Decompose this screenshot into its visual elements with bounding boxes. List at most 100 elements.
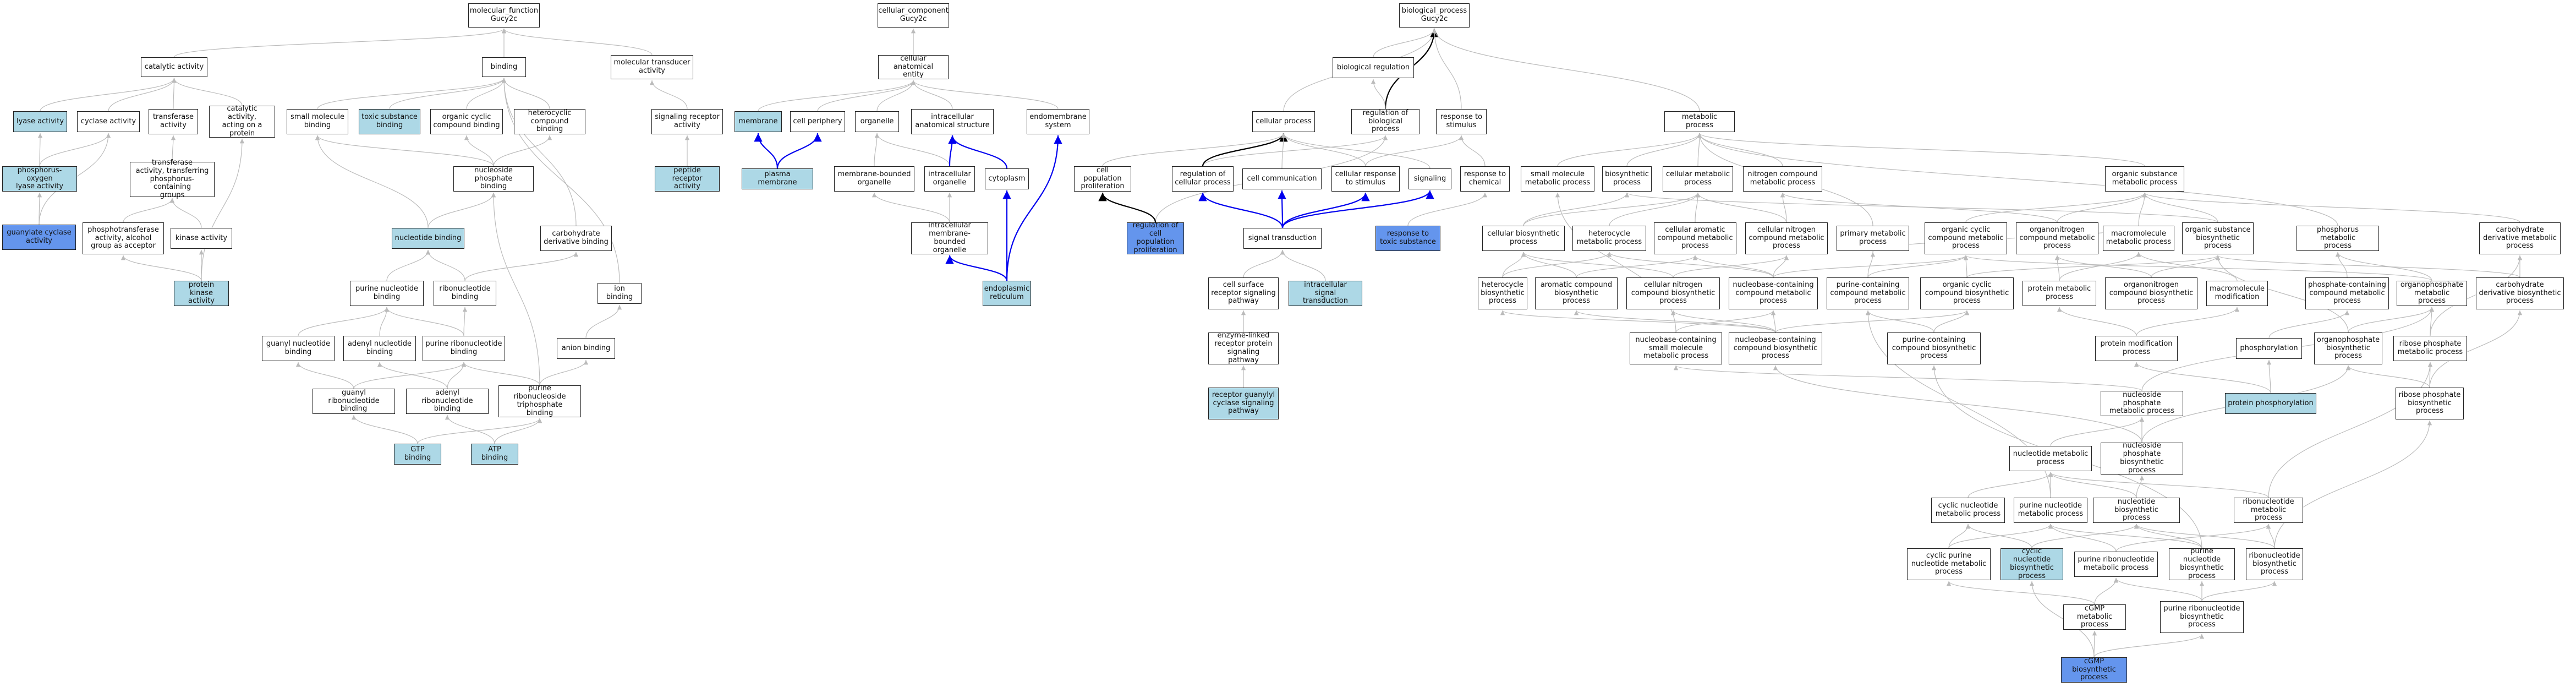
node-signaling-receptor-activity[interactable]: signaling receptor activity xyxy=(651,109,723,134)
node-purine-ribonucleotide-metabolic-process[interactable]: purine ribonucleotide metabolic process xyxy=(2074,552,2158,577)
node-atp-binding[interactable]: ATP binding xyxy=(471,444,518,465)
node-cell-periphery[interactable]: cell periphery xyxy=(790,111,845,132)
node-purine-ribonucleoside-triphosphate-binding[interactable]: purine ribonucleoside triphosphate bindi… xyxy=(498,384,581,417)
node-cellular-nitrogen-compound-biosynthetic-process[interactable]: cellular nitrogen compound biosynthetic … xyxy=(1626,277,1720,309)
node-adenyl-nucleotide-binding[interactable]: adenyl nucleotide binding xyxy=(343,336,416,361)
node-organophosphate-metabolic-process[interactable]: organophosphate metabolic process xyxy=(2397,281,2467,306)
node-organic-cyclic-compound-metabolic-process[interactable]: organic cyclic compound metabolic proces… xyxy=(1925,222,2007,254)
node-catalytic-activity-on-protein[interactable]: catalytic activity, acting on a protein xyxy=(209,105,275,138)
node-cell-communication[interactable]: cell communication xyxy=(1242,168,1322,189)
node-cellular-response-to-stimulus[interactable]: cellular response to stimulus xyxy=(1331,166,1400,192)
node-organic-substance-biosynthetic-process[interactable]: organic substance biosynthetic process xyxy=(2182,222,2254,254)
node-organelle[interactable]: organelle xyxy=(855,111,899,132)
node-purine-nucleotide-metabolic-process[interactable]: purine nucleotide metabolic process xyxy=(2014,498,2087,523)
node-anion-binding[interactable]: anion binding xyxy=(557,338,615,359)
node-biological-process-root[interactable]: biological_process Gucy2c xyxy=(1399,3,1470,28)
node-primary-metabolic-process[interactable]: primary metabolic process xyxy=(1837,226,1909,251)
node-cellular-component-root[interactable]: cellular_component Gucy2c xyxy=(878,3,949,28)
node-heterocycle-metabolic-process[interactable]: heterocycle metabolic process xyxy=(1572,226,1646,251)
node-guanylate-cyclase-activity[interactable]: guanylate cyclase activity xyxy=(2,225,76,250)
node-guanyl-nucleotide-binding[interactable]: guanyl nucleotide binding xyxy=(262,336,335,361)
node-cgmp-biosynthetic-process[interactable]: cGMP biosynthetic process xyxy=(2061,657,2127,683)
node-purine-containing-compound-metabolic-process[interactable]: purine-containing compound metabolic pro… xyxy=(1827,277,1909,309)
node-intracellular-membrane-bounded-organelle[interactable]: intracellular membrane-bounded organelle xyxy=(911,221,988,254)
node-carbohydrate-derivative-biosynthetic-process[interactable]: carbohydrate derivative biosynthetic pro… xyxy=(2476,277,2564,309)
node-catalytic-activity[interactable]: catalytic activity xyxy=(141,57,207,77)
node-cellular-process[interactable]: cellular process xyxy=(1252,111,1315,132)
node-plasma-membrane[interactable]: plasma membrane xyxy=(742,168,813,189)
node-nucleobase-containing-compound-biosynthetic-process[interactable]: nucleobase-containing compound biosynthe… xyxy=(1729,332,1822,364)
node-gtp-binding[interactable]: GTP binding xyxy=(394,444,441,465)
node-molecular-transducer-activity[interactable]: molecular transducer activity xyxy=(611,55,693,79)
node-nucleotide-biosynthetic-process[interactable]: nucleotide biosynthetic process xyxy=(2093,498,2180,523)
node-phosphotransferase-alcohol-acceptor[interactable]: phosphotransferase activity, alcohol gro… xyxy=(83,222,164,254)
node-ion-binding[interactable]: ion binding xyxy=(598,283,642,304)
node-regulation-of-cellular-process[interactable]: regulation of cellular process xyxy=(1172,166,1234,192)
node-membrane[interactable]: membrane xyxy=(735,111,782,132)
node-organic-cyclic-compound-biosynthetic-process[interactable]: organic cyclic compound biosynthetic pro… xyxy=(1920,277,2014,309)
node-organic-cyclic-compound-binding[interactable]: organic cyclic compound binding xyxy=(430,109,503,134)
node-phosphorylation[interactable]: phosphorylation xyxy=(2236,338,2302,359)
node-guanyl-ribonucleotide-binding[interactable]: guanyl ribonucleotide binding xyxy=(313,389,395,414)
node-phosphorus-metabolic-process[interactable]: phosphorus metabolic process xyxy=(2297,226,2379,251)
node-nitrogen-compound-metabolic-process[interactable]: nitrogen compound metabolic process xyxy=(1743,166,1822,192)
node-nucleobase-containing-small-molecule-metabolic-process[interactable]: nucleobase-containing small molecule met… xyxy=(1630,332,1722,364)
node-membrane-bounded-organelle[interactable]: membrane-bounded organelle xyxy=(834,166,914,192)
node-cyclic-nucleotide-metabolic-process[interactable]: cyclic nucleotide metabolic process xyxy=(1931,498,2005,523)
node-adenyl-ribonucleotide-binding[interactable]: adenyl ribonucleotide binding xyxy=(406,389,489,414)
node-lyase-activity[interactable]: lyase activity xyxy=(13,111,67,132)
node-macromolecule-metabolic-process[interactable]: macromolecule metabolic process xyxy=(2103,226,2174,251)
node-kinase-activity[interactable]: kinase activity xyxy=(171,228,232,249)
node-toxic-substance-binding[interactable]: toxic substance binding xyxy=(359,109,420,134)
node-purine-nucleotide-biosynthetic-process[interactable]: purine nucleotide biosynthetic process xyxy=(2169,547,2235,580)
node-nucleotide-metabolic-process[interactable]: nucleotide metabolic process xyxy=(2009,446,2092,471)
node-cyclic-purine-nucleotide-metabolic-process[interactable]: cyclic purine nucleotide metabolic proce… xyxy=(1907,548,1991,580)
node-peptide-receptor-activity[interactable]: peptide receptor activity xyxy=(655,166,720,192)
node-signaling[interactable]: signaling xyxy=(1408,168,1451,189)
node-cyclic-nucleotide-biosynthetic-process[interactable]: cyclic nucleotide biosynthetic process xyxy=(2000,547,2063,580)
node-ribonucleotide-metabolic-process[interactable]: ribonucleotide metabolic process xyxy=(2234,498,2303,523)
node-heterocycle-biosynthetic-process[interactable]: heterocycle biosynthetic process xyxy=(1478,277,1527,309)
node-organonitrogen-compound-biosynthetic-process[interactable]: organonitrogen compound biosynthetic pro… xyxy=(2105,277,2197,309)
node-receptor-guanylyl-cyclase-signaling-pathway[interactable]: receptor guanylyl cyclase signaling path… xyxy=(1208,388,1279,419)
node-transferase-activity[interactable]: transferase activity xyxy=(149,109,198,134)
node-endomembrane-system[interactable]: endomembrane system xyxy=(1027,109,1089,134)
node-signal-transduction[interactable]: signal transduction xyxy=(1243,228,1322,249)
node-cellular-aromatic-compound-metabolic-process[interactable]: cellular aromatic compound metabolic pro… xyxy=(1654,222,1736,254)
node-carbohydrate-derivative-metabolic-process[interactable]: carbohydrate derivative metabolic proces… xyxy=(2479,222,2561,254)
node-cellular-nitrogen-compound-metabolic-process[interactable]: cellular nitrogen compound metabolic pro… xyxy=(1745,222,1828,254)
node-regulation-of-cell-population-proliferation[interactable]: regulation of cell population proliferat… xyxy=(1127,221,1184,254)
node-purine-ribonucleotide-biosynthetic-process[interactable]: purine ribonucleotide biosynthetic proce… xyxy=(2160,601,2244,633)
node-cellular-anatomical-entity[interactable]: cellular anatomical entity xyxy=(878,54,949,79)
node-organic-substance-metabolic-process[interactable]: organic substance metabolic process xyxy=(2105,166,2184,192)
node-heterocyclic-compound-binding[interactable]: heterocyclic compound binding xyxy=(514,109,585,134)
node-cell-surface-receptor-signaling-pathway[interactable]: cell surface receptor signaling pathway xyxy=(1208,277,1279,309)
node-intracellular-signal-transduction[interactable]: intracellular signal transduction xyxy=(1289,281,1362,306)
node-binding[interactable]: binding xyxy=(482,57,526,77)
node-ribonucleotide-binding[interactable]: ribonucleotide binding xyxy=(434,281,496,306)
node-purine-nucleotide-binding[interactable]: purine nucleotide binding xyxy=(350,281,424,306)
node-purine-containing-compound-biosynthetic-process[interactable]: purine-containing compound biosynthetic … xyxy=(1887,332,1981,364)
node-protein-metabolic-process[interactable]: protein metabolic process xyxy=(2023,281,2096,306)
node-response-to-toxic-substance[interactable]: response to toxic substance xyxy=(1375,226,1440,251)
node-carbohydrate-derivative-binding[interactable]: carbohydrate derivative binding xyxy=(540,226,612,251)
node-nucleotide-binding[interactable]: nucleotide binding xyxy=(392,228,464,249)
node-purine-ribonucleotide-binding[interactable]: purine ribonucleotide binding xyxy=(423,336,505,361)
node-cellular-biosynthetic-process[interactable]: cellular biosynthetic process xyxy=(1482,226,1565,251)
node-protein-modification-process[interactable]: protein modification process xyxy=(2095,336,2178,361)
node-endoplasmic-reticulum[interactable]: endoplasmic reticulum xyxy=(983,281,1031,306)
node-enzyme-linked-receptor-signaling-pathway[interactable]: enzyme-linked receptor protein signaling… xyxy=(1208,331,1279,364)
node-nucleoside-phosphate-metabolic-process[interactable]: nucleoside phosphate metabolic process xyxy=(2101,391,2183,416)
node-cellular-metabolic-process[interactable]: cellular metabolic process xyxy=(1663,166,1733,192)
node-ribose-phosphate-biosynthetic-process[interactable]: ribose phosphate biosynthetic process xyxy=(2396,388,2464,419)
node-response-to-stimulus[interactable]: response to stimulus xyxy=(1436,109,1487,134)
node-biological-regulation[interactable]: biological regulation xyxy=(1333,57,1414,78)
node-small-molecule-binding[interactable]: small molecule binding xyxy=(287,109,348,134)
node-regulation-of-biological-process[interactable]: regulation of biological process xyxy=(1351,109,1419,134)
node-ribose-phosphate-metabolic-process[interactable]: ribose phosphate metabolic process xyxy=(2393,336,2467,361)
node-nucleoside-phosphate-binding[interactable]: nucleoside phosphate binding xyxy=(453,166,534,192)
node-nucleobase-containing-compound-metabolic-process[interactable]: nucleobase-containing compound metabolic… xyxy=(1729,277,1818,309)
node-cell-population-proliferation[interactable]: cell population proliferation xyxy=(1074,166,1131,192)
node-molecular-function-root[interactable]: molecular_function Gucy2c xyxy=(468,3,540,28)
node-transferase-phosphorus-groups[interactable]: transferase activity, transferring phosp… xyxy=(130,159,215,199)
